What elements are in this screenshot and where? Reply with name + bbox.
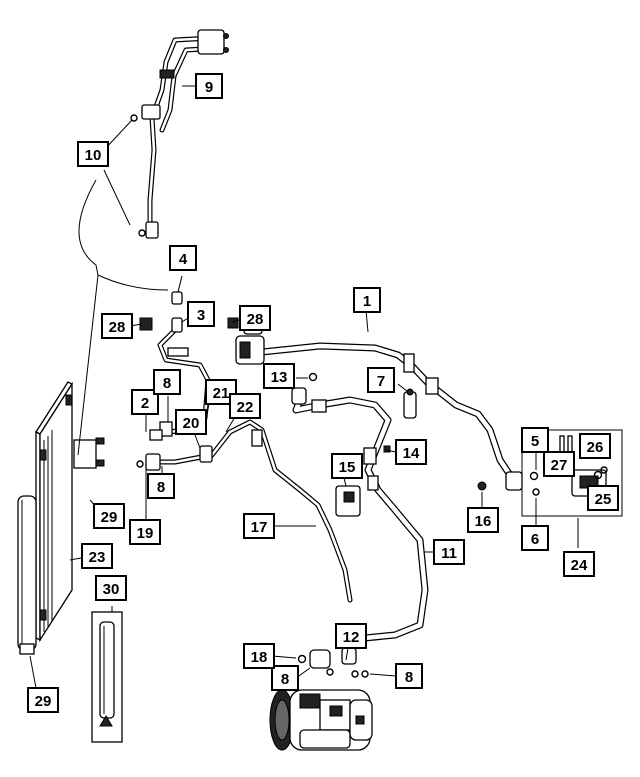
callout-29a: 29 [93,503,125,529]
callout-29b: 29 [27,687,59,713]
svg-text:18: 18 [251,649,268,666]
svg-text:6: 6 [531,531,539,548]
svg-text:5: 5 [531,433,539,450]
callout-8d: 8 [395,663,423,689]
callout-14: 14 [395,439,427,465]
callout-16: 16 [467,507,499,533]
upper-refrigerant-tube [130,29,229,239]
callout-12: 12 [335,623,367,649]
svg-text:10: 10 [85,147,102,164]
callout-28b: 28 [239,305,271,331]
callout-13: 13 [263,363,295,389]
callout-22: 22 [229,393,261,419]
desiccant-kit [91,611,123,743]
svg-text:8: 8 [405,669,413,686]
svg-text:2: 2 [141,395,149,412]
svg-text:7: 7 [377,373,385,390]
svg-text:9: 9 [205,79,213,96]
svg-text:24: 24 [571,557,588,574]
callout-3: 3 [187,301,215,327]
callout-9: 9 [195,73,223,99]
compressor-suction-hose [291,387,429,644]
callout-27: 27 [543,451,575,477]
callout-24: 24 [563,551,595,577]
svg-text:30: 30 [103,581,120,598]
svg-text:29: 29 [35,693,52,710]
svg-text:8: 8 [157,479,165,496]
callout-1: 1 [353,287,381,313]
svg-text:21: 21 [213,385,230,402]
callout-17: 17 [243,513,275,539]
svg-text:12: 12 [343,629,360,646]
svg-text:11: 11 [441,545,457,562]
callout-23: 23 [81,543,113,569]
svg-text:25: 25 [595,491,612,508]
svg-text:15: 15 [339,459,356,476]
svg-text:16: 16 [475,513,492,530]
callout-10: 10 [77,141,109,167]
svg-text:22: 22 [237,399,254,416]
drier-cartridge [17,495,37,655]
callout-15: 15 [331,453,363,479]
compressor [269,689,373,751]
svg-text:13: 13 [271,369,288,386]
callout-11: 11 [433,539,465,565]
callout-25: 25 [587,485,619,511]
suction-hose [227,311,523,491]
svg-text:3: 3 [197,307,205,324]
svg-text:1: 1 [363,293,371,310]
callout-6: 6 [521,525,549,551]
callout-7: 7 [367,367,395,393]
callout-18: 18 [243,643,275,669]
svg-text:26: 26 [587,439,604,456]
callout-8a: 8 [153,369,181,395]
svg-text:20: 20 [183,415,200,432]
svg-text:23: 23 [89,549,106,566]
small-fittings [297,372,487,678]
svg-text:28: 28 [247,311,264,328]
svg-text:29: 29 [101,509,118,526]
discharge-line [136,419,353,603]
callout-30: 30 [95,575,127,601]
callout-4: 4 [169,245,197,271]
callout-8b: 8 [147,473,175,499]
callout-5: 5 [521,427,549,453]
svg-text:17: 17 [251,519,268,536]
svg-text:14: 14 [403,445,420,462]
callout-19: 19 [129,519,161,545]
condenser [35,381,105,643]
callout-8c: 8 [271,665,299,691]
callout-26: 26 [579,433,611,459]
svg-text:4: 4 [179,251,188,268]
callout-20: 20 [175,409,207,435]
svg-text:8: 8 [163,375,171,392]
svg-text:27: 27 [551,457,568,474]
callout-21: 21 [205,379,237,405]
callout-28a: 28 [101,313,133,339]
svg-text:8: 8 [281,671,289,688]
svg-text:19: 19 [137,525,154,542]
svg-text:28: 28 [109,319,126,336]
